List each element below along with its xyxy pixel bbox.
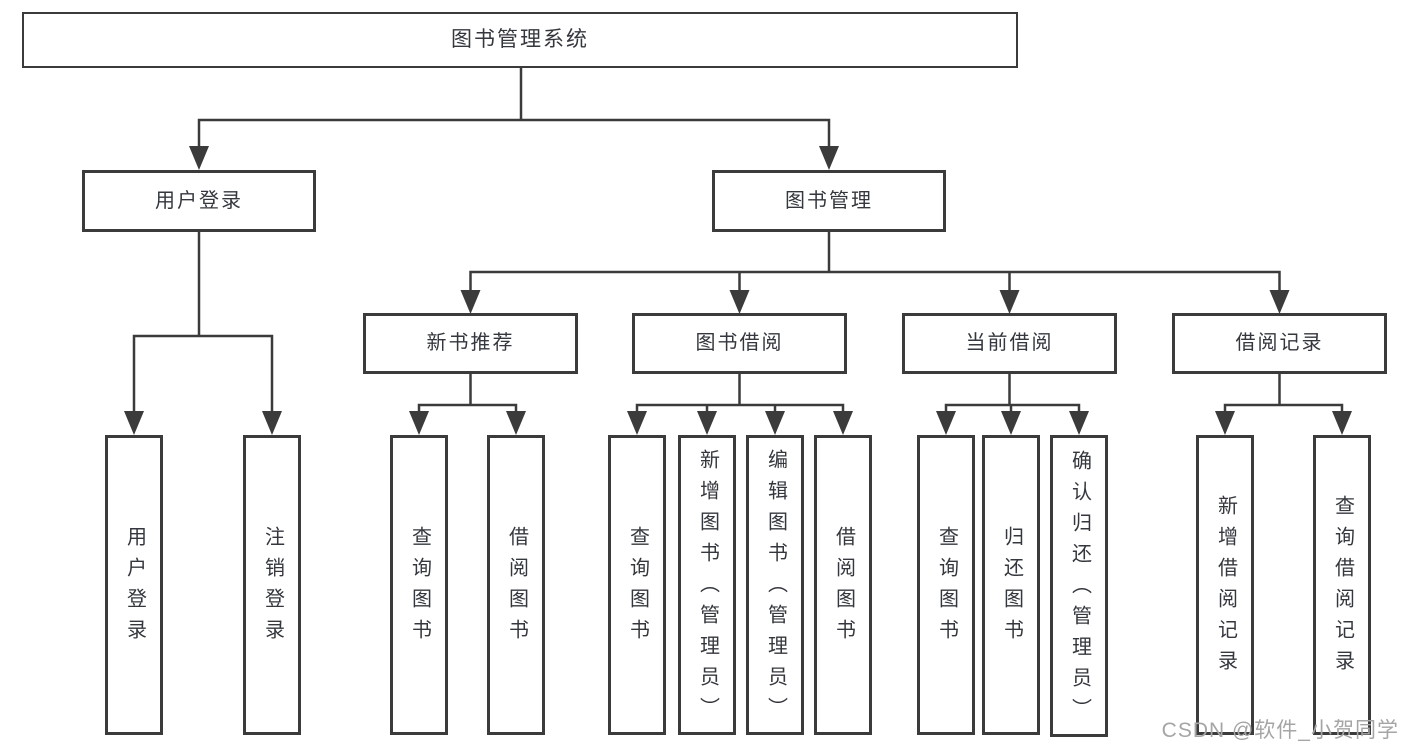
csdn-watermark: CSDN @软件_小贺同学 xyxy=(1161,719,1399,742)
node-leaf-confirm-return-admin: 确认归还（管理员） xyxy=(1050,435,1108,737)
node-book-borrow: 图书借阅 xyxy=(632,313,847,374)
node-leaf-logout: 注销登录 xyxy=(243,435,301,735)
node-leaf-query-books-current: 查询图书 xyxy=(917,435,975,735)
node-current-borrow: 当前借阅 xyxy=(902,313,1117,374)
node-leaf-add-books-admin: 新增图书（管理员） xyxy=(678,435,736,735)
node-leaf-return-books: 归还图书 xyxy=(982,435,1040,735)
node-leaf-query-books-borrow: 查询图书 xyxy=(608,435,666,735)
node-leaf-query-books-recommend: 查询图书 xyxy=(390,435,448,735)
arrowhead-icons xyxy=(124,146,1352,435)
node-leaf-user-login: 用户登录 xyxy=(105,435,163,735)
node-leaf-edit-books-admin: 编辑图书（管理员） xyxy=(746,435,804,735)
node-borrow-records: 借阅记录 xyxy=(1172,313,1387,374)
node-book-management-module: 图书管理 xyxy=(712,170,946,232)
node-book-management-system: 图书管理系统 xyxy=(22,12,1018,68)
tree-edges xyxy=(132,66,1344,418)
node-leaf-add-borrow-record: 新增借阅记录 xyxy=(1196,435,1254,735)
node-leaf-query-borrow-record: 查询借阅记录 xyxy=(1313,435,1371,735)
node-leaf-borrow-books-recommend: 借阅图书 xyxy=(487,435,545,735)
node-leaf-borrow-books: 借阅图书 xyxy=(814,435,872,735)
node-new-book-recommend: 新书推荐 xyxy=(363,313,578,374)
node-user-login-module: 用户登录 xyxy=(82,170,316,232)
